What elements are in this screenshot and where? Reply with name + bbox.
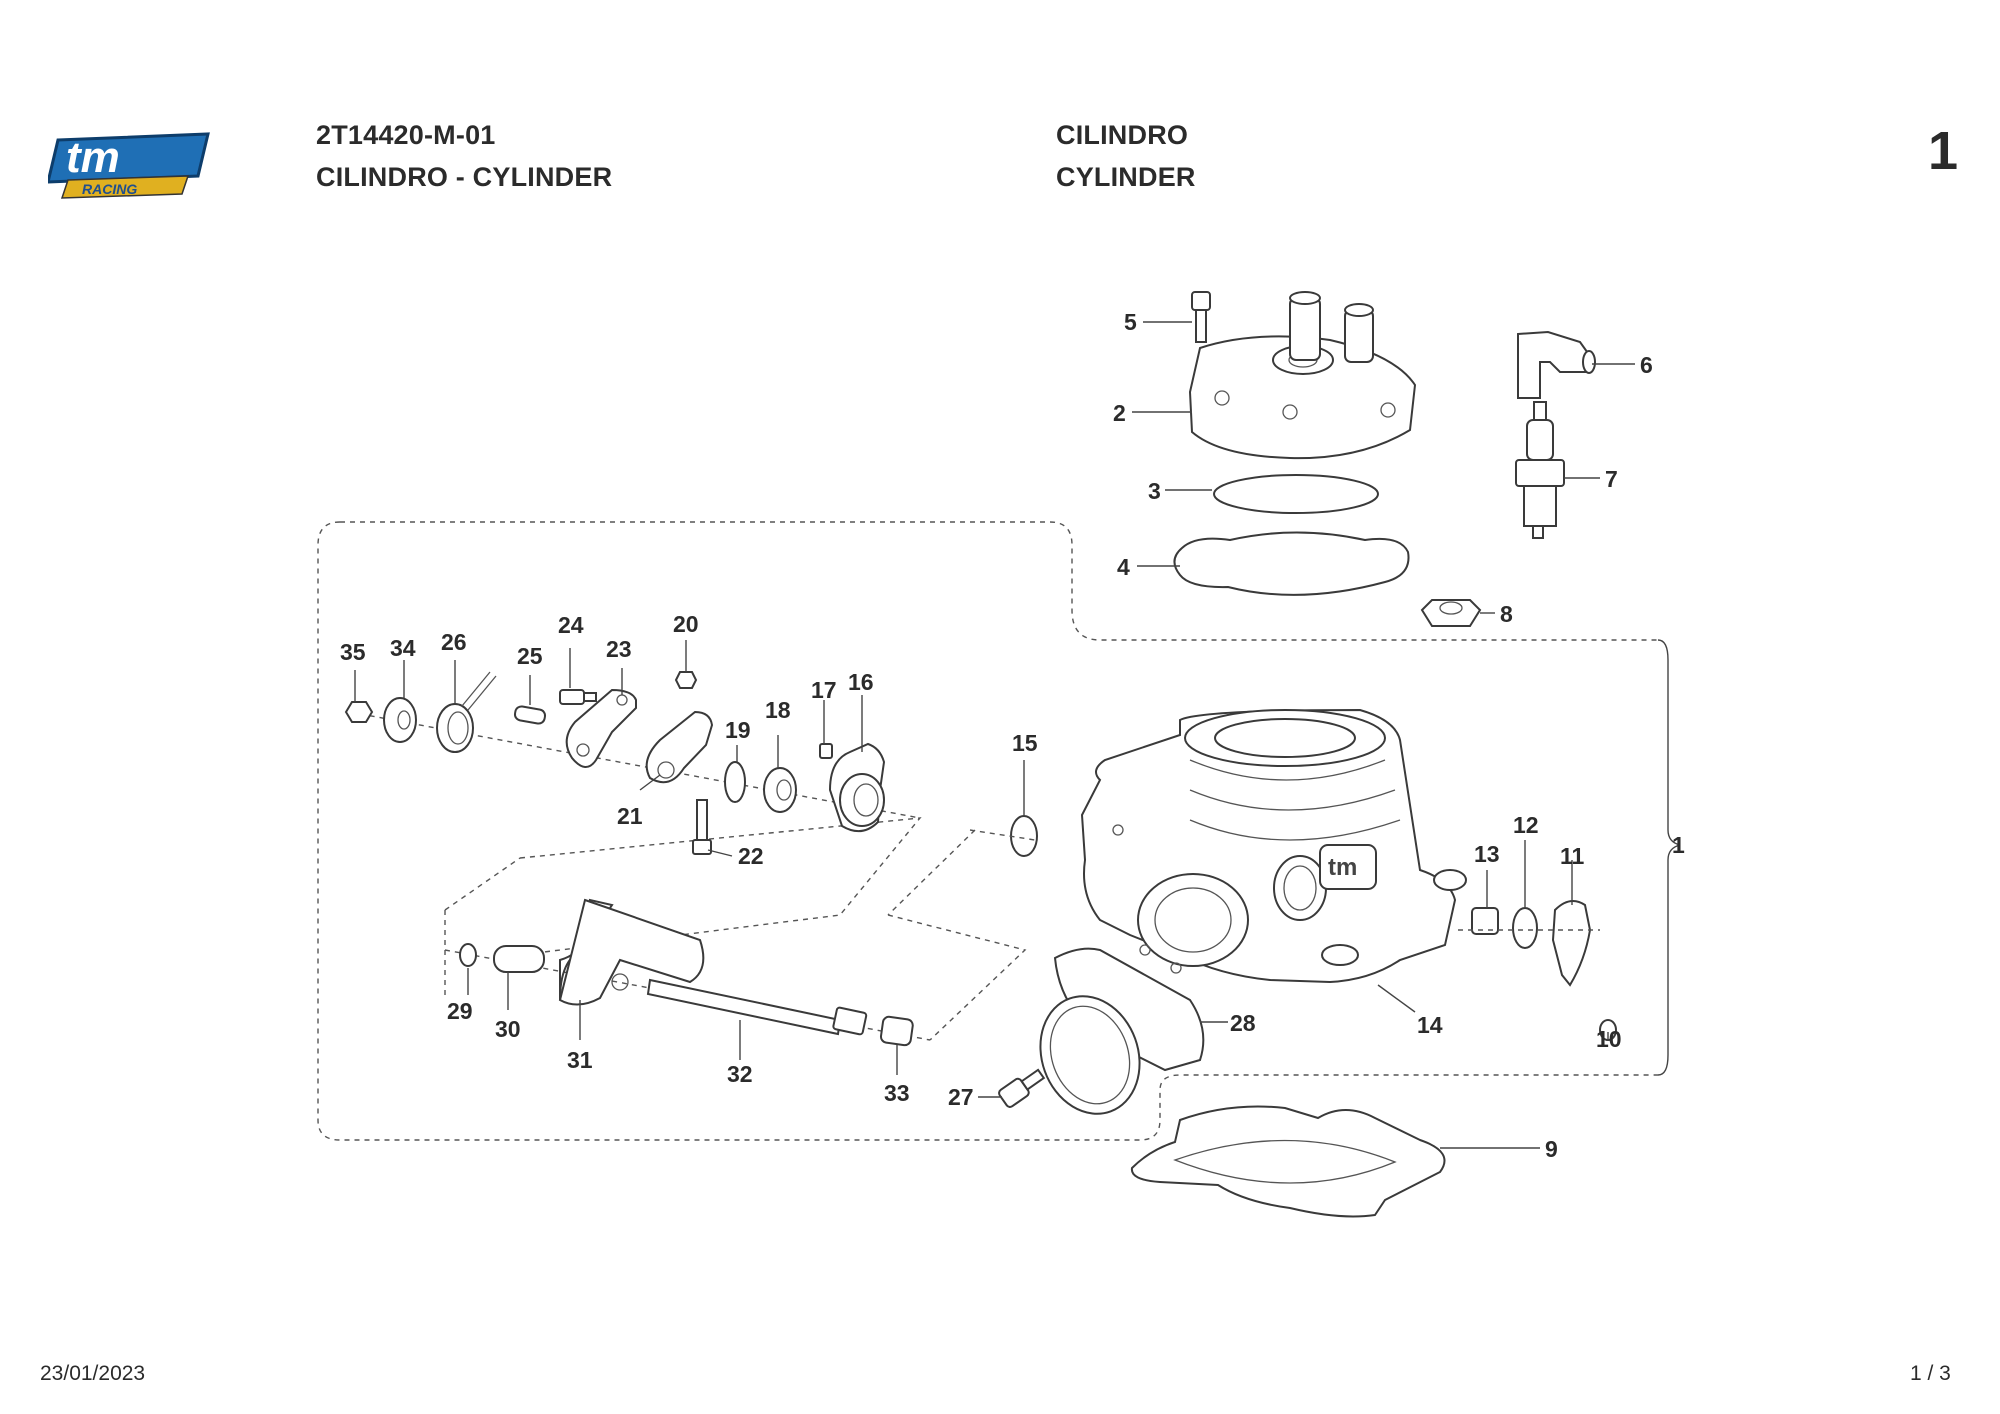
nut-20: [674, 671, 698, 689]
callout-20: 20: [673, 611, 699, 637]
callout-24: 24: [558, 612, 584, 638]
torsion-spring-26: [436, 671, 497, 753]
shaft-bushing-33: [879, 1015, 914, 1047]
callout-17: 17: [811, 677, 837, 703]
valve-flap-31: [558, 898, 705, 1006]
callout-5: 5: [1124, 309, 1137, 335]
leader-lines: [354, 321, 1635, 1149]
valve-subassembly-outline: [519, 817, 922, 956]
dowel-pin-25: [513, 705, 547, 725]
actuator-axis: [349, 711, 921, 819]
logo-subtext: RACING: [82, 181, 137, 197]
callout-10: 10: [1596, 1026, 1622, 1052]
callout-33: 33: [884, 1080, 910, 1106]
tm-racing-logo: tm RACING: [46, 128, 213, 205]
base-gasket-bore: [1173, 1139, 1397, 1184]
grub-screw-17: [819, 743, 833, 759]
valve-bushing: [1471, 907, 1499, 935]
callout-25: 25: [517, 643, 543, 669]
title-italian: CILINDRO: [1056, 120, 1189, 150]
valve-housing-16: [828, 742, 886, 833]
logo-text: tm: [66, 133, 120, 182]
callout-32: 32: [727, 1061, 753, 1087]
callout-35: 35: [340, 639, 366, 665]
clip-29: [459, 943, 477, 967]
callout-30: 30: [495, 1016, 521, 1042]
valve-shaft-outline: [444, 857, 1027, 1041]
bearing-18: [763, 767, 797, 813]
section-number: 1: [1928, 121, 1959, 181]
valve-cover: [1551, 900, 1592, 987]
footer-date: 23/01/2023: [40, 1362, 146, 1385]
head-bolt: [1191, 291, 1211, 343]
callout-18: 18: [765, 697, 791, 723]
callout-4: 4: [1117, 554, 1130, 580]
callout-13: 13: [1474, 841, 1500, 867]
lever-23: [565, 688, 637, 768]
valve-link-line: [887, 829, 976, 916]
part-code: 2T14420-M-01: [316, 120, 496, 150]
callout-1: 1: [1672, 832, 1685, 858]
base-gasket: [1130, 1105, 1446, 1218]
callout-29: 29: [447, 998, 473, 1024]
page-title: CILINDRO - CYLINDER: [316, 162, 613, 192]
callout-34: 34: [390, 635, 416, 661]
callout-11: 11: [1560, 843, 1585, 869]
callout-3: 3: [1148, 478, 1161, 504]
cylinder-head: [1188, 291, 1417, 460]
screw-22: [692, 799, 712, 855]
svg-text:tm: tm: [1328, 854, 1357, 881]
valve-seal: [1512, 907, 1538, 949]
callout-16: 16: [848, 669, 874, 695]
callout-8: 8: [1500, 601, 1513, 627]
callout-19: 19: [725, 717, 751, 743]
callout-12: 12: [1513, 812, 1539, 838]
seal-axis: [969, 829, 1036, 841]
head-gasket: [1173, 531, 1410, 596]
cylinder-body: tm: [1080, 708, 1467, 984]
callout-14: 14: [1417, 1012, 1443, 1038]
bushing-30: [493, 945, 545, 973]
callout-22: 22: [738, 843, 764, 869]
intake-manifold: [1039, 947, 1205, 1115]
spark-plug-cap: [1517, 330, 1596, 399]
callout-28: 28: [1230, 1010, 1256, 1036]
callout-6: 6: [1640, 352, 1653, 378]
assembly-bracket: [1657, 639, 1681, 1076]
spark-plug: [1515, 401, 1565, 539]
head-o-ring: [1213, 474, 1379, 514]
callout-26: 26: [441, 629, 467, 655]
pivot-nut-35: [344, 701, 374, 723]
callout-2: 2: [1113, 400, 1126, 426]
valve-shaft-32: [646, 978, 868, 1036]
cylinder-nut: [1420, 599, 1482, 627]
callout-7: 7: [1605, 466, 1618, 492]
adjuster-24: [559, 689, 597, 705]
callout-15: 15: [1012, 730, 1038, 756]
title-english: CYLINDER: [1056, 162, 1196, 192]
shaft-seal: [1010, 815, 1038, 857]
callout-23: 23: [606, 636, 632, 662]
spring-cap-34: [383, 697, 417, 743]
callout-9: 9: [1545, 1136, 1558, 1162]
callout-31: 31: [567, 1047, 593, 1073]
manifold-bolt: [998, 1068, 1046, 1108]
lever-21: [645, 710, 714, 784]
circlip-19: [724, 761, 746, 803]
callout-numbers: 5 2 3 4 6 7 8 1 9 10 11 12 13 14 15 16 1…: [340, 309, 1685, 1162]
callout-21: 21: [617, 803, 643, 829]
callout-27: 27: [948, 1084, 974, 1110]
footer-page: 1 / 3: [1910, 1362, 1951, 1385]
